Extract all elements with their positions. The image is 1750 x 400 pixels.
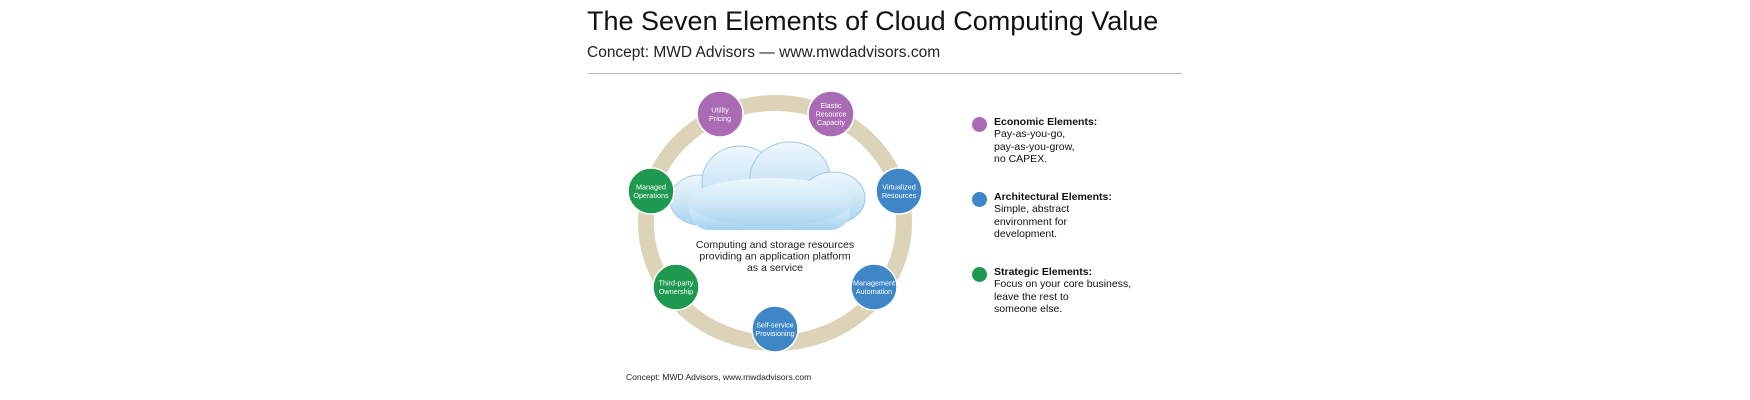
legend-dot <box>972 192 987 207</box>
node-label: Self-service <box>756 320 794 329</box>
node-label: Third-party <box>659 278 694 287</box>
cloud-icon <box>669 141 866 230</box>
legend-description-line: pay-as-you-grow, <box>994 140 1075 153</box>
legend-text: Economic Elements:Pay-as-you-go,pay-as-y… <box>994 116 1097 166</box>
legend-description-line: no CAPEX. <box>994 153 1048 166</box>
legend-description-line: Focus on your core business, <box>994 278 1132 291</box>
architectural-element-circle <box>850 263 898 311</box>
node-label: Pricing <box>709 114 731 123</box>
economic-element-circle <box>696 90 744 138</box>
center-text-line: Computing and storage resources <box>696 239 854 251</box>
title-divider <box>588 73 1182 74</box>
node-label: Resource <box>816 110 847 119</box>
cloud-description: Computing and storage resourcesproviding… <box>696 239 854 274</box>
node-label: Automation <box>856 287 892 296</box>
node-label: Virtualized <box>882 182 915 191</box>
architectural-element-circle <box>751 305 799 353</box>
node-label: Provisioning <box>755 329 794 338</box>
page-title: The Seven Elements of Cloud Computing Va… <box>587 6 1159 36</box>
legend-description-line: someone else. <box>994 303 1063 316</box>
node-label: Operations <box>633 191 669 200</box>
center-text-line: providing an application platform <box>699 251 850 263</box>
legend-heading: Architectural Elements: <box>994 191 1112 203</box>
strategic-element-circle <box>627 167 675 215</box>
center-text-line: as a service <box>747 262 803 274</box>
legend-description-line: Simple, abstract <box>994 203 1070 216</box>
legend-dot <box>972 267 987 282</box>
node-label: Managed <box>636 182 666 191</box>
economic-element-circle <box>807 90 855 138</box>
legend-heading: Economic Elements: <box>994 116 1098 128</box>
legend-description-line: environment for <box>994 215 1067 228</box>
node-label: Elastic <box>820 101 842 110</box>
legend-dot <box>972 117 987 132</box>
legend-description-line: development. <box>994 228 1058 241</box>
node-label: Utility <box>711 105 729 114</box>
node-label: Ownership <box>659 287 693 296</box>
architectural-element-circle <box>875 167 923 215</box>
strategic-element-circle <box>652 263 700 311</box>
legend-description-line: leave the rest to <box>994 290 1069 303</box>
page-subtitle: Concept: MWD Advisors — www.mwdadvisors.… <box>587 44 941 61</box>
legend-description-line: Pay-as-you-go, <box>994 128 1066 141</box>
legend-heading: Strategic Elements: <box>994 266 1093 278</box>
footer-credit: Concept: MWD Advisors, www.mwdadvisors.c… <box>626 372 812 382</box>
node-label: Management <box>853 278 895 287</box>
node-label: Resources <box>882 191 917 200</box>
legend-text: Strategic Elements:Focus on your core bu… <box>994 266 1131 316</box>
node-label: Capacity <box>817 118 845 127</box>
